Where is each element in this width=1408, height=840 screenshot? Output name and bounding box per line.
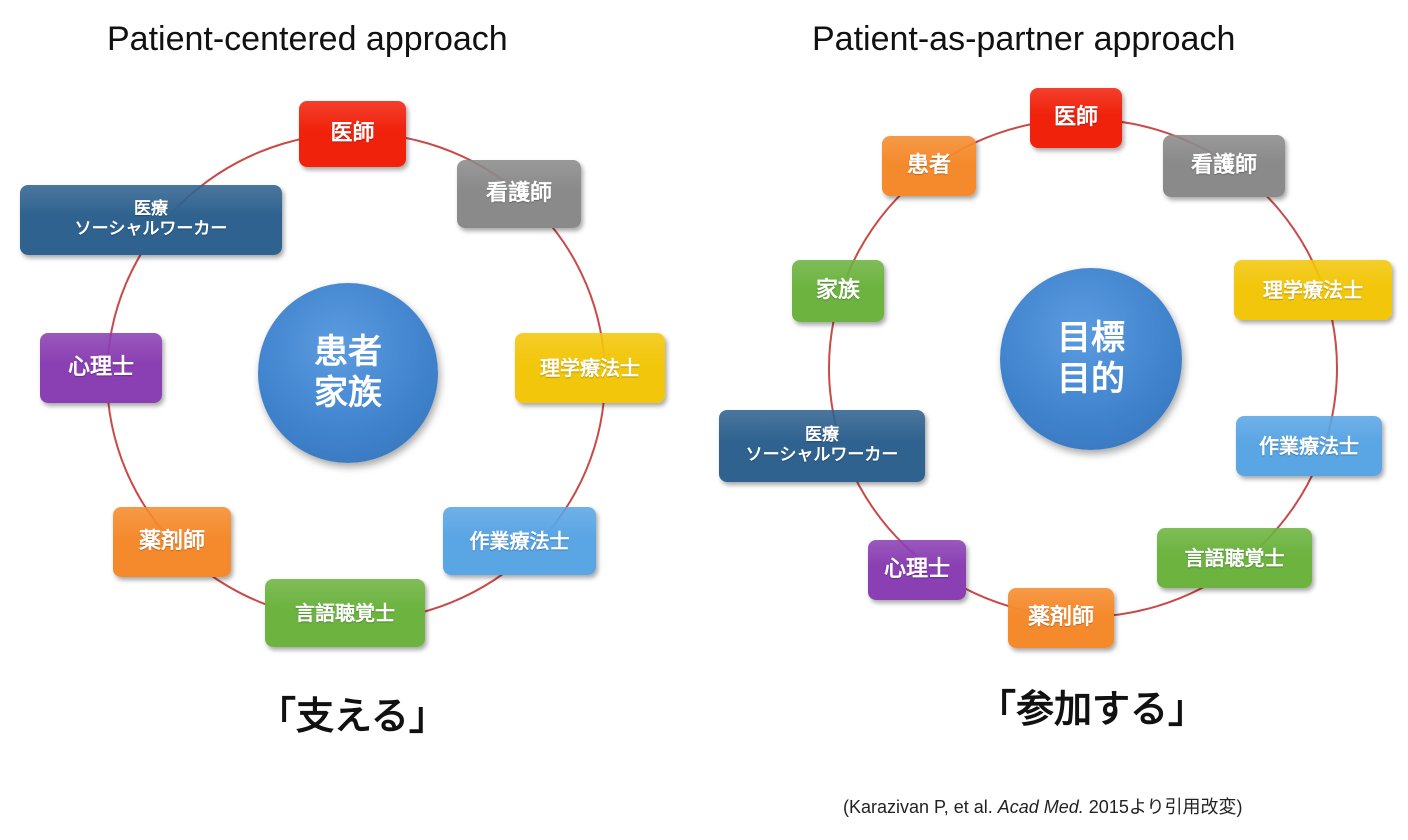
right-node-patient: 患者	[882, 136, 976, 196]
left-node-ot: 作業療法士	[443, 507, 596, 575]
left-title: Patient-centered approach	[107, 20, 508, 58]
right-node-pt: 理学療法士	[1234, 260, 1392, 320]
right-node-psychologist: 心理士	[868, 540, 966, 600]
right-center-circle: 目標 目的	[1000, 268, 1182, 450]
right-node-doctor: 医師	[1030, 88, 1122, 148]
right-title: Patient-as-partner approach	[812, 20, 1236, 58]
right-node-nurse: 看護師	[1163, 135, 1285, 197]
left-caption: 「支える」	[258, 694, 447, 738]
left-node-pt: 理学療法士	[515, 333, 665, 403]
left-node-nurse: 看護師	[457, 160, 581, 228]
citation-prefix: (Karazivan P, et al.	[843, 797, 998, 817]
left-node-social-worker: 医療 ソーシャルワーカー	[20, 185, 282, 255]
left-node-psychologist: 心理士	[40, 333, 162, 403]
right-node-pharmacist: 薬剤師	[1008, 588, 1114, 648]
citation: (Karazivan P, et al. Acad Med. 2015より引用改…	[843, 793, 1242, 819]
right-node-social-worker: 医療 ソーシャルワーカー	[719, 410, 925, 482]
right-caption: 「参加する」	[978, 687, 1207, 731]
right-node-ot: 作業療法士	[1236, 416, 1382, 476]
left-node-doctor: 医師	[299, 101, 406, 167]
left-node-st: 言語聴覚士	[265, 579, 425, 647]
left-node-pharmacist: 薬剤師	[113, 507, 231, 577]
citation-journal: Acad Med.	[997, 797, 1084, 817]
left-center-circle: 患者 家族	[258, 283, 438, 463]
citation-suffix: 2015より引用改変)	[1083, 797, 1243, 817]
right-node-family: 家族	[792, 260, 884, 322]
right-node-st: 言語聴覚士	[1157, 528, 1312, 588]
